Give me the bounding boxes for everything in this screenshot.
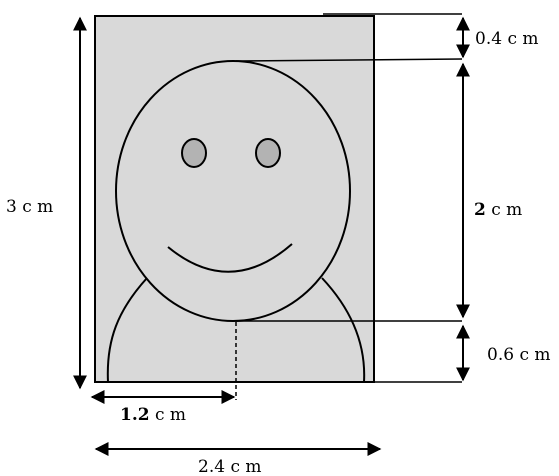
head-height-label: 2 c m (474, 200, 522, 220)
full-width-label: 2.4 c m (198, 457, 261, 476)
ext-line-head-top (235, 58, 463, 62)
right-shoulder (321, 277, 366, 383)
mouth-smile (167, 243, 293, 273)
head-outline (115, 60, 351, 322)
half-width-label: 1.2 c m (120, 405, 186, 425)
height-label: 3 c m (6, 197, 53, 217)
chin-gap-label: 0.6 c m (487, 345, 550, 365)
left-eye (181, 138, 207, 168)
left-shoulder (106, 277, 148, 383)
top-gap-label: 0.4 c m (475, 29, 538, 49)
right-eye (255, 138, 281, 168)
